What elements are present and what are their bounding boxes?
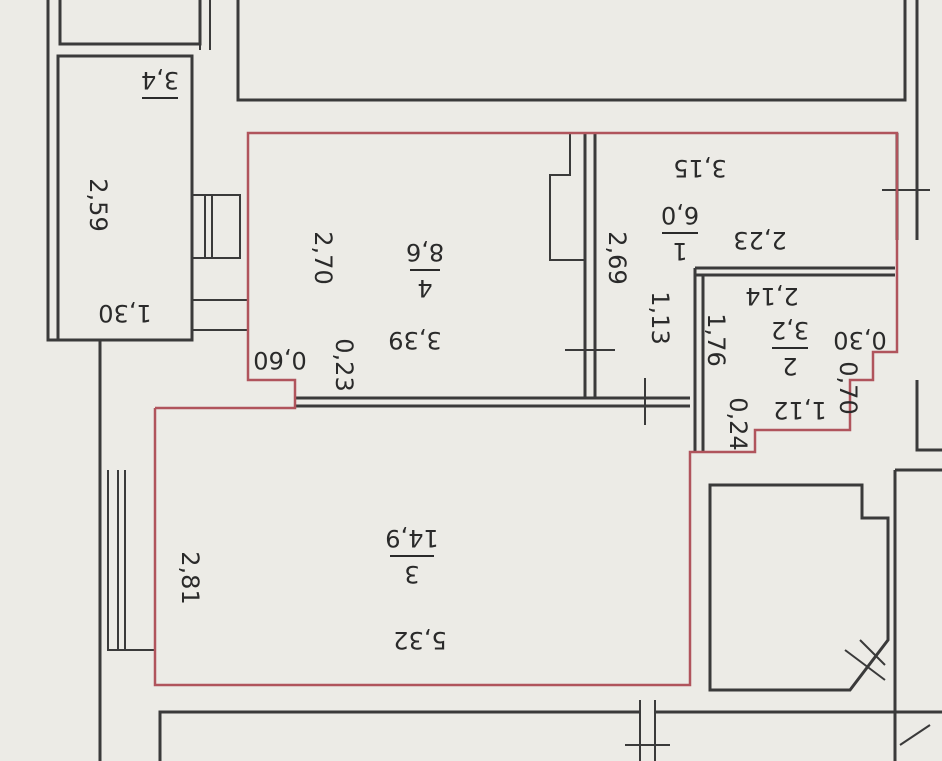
- room-2-label: 2 3,2: [771, 316, 809, 380]
- dim-balcony-width: 1,30: [98, 299, 151, 327]
- dim-room1-wall: 2,69: [603, 231, 631, 284]
- room-4-label: 4 8,6: [406, 238, 444, 302]
- balcony-area: 3,4: [141, 66, 179, 94]
- dim-room4-width: 3,39: [388, 326, 441, 354]
- room-3-number: 3: [404, 560, 419, 588]
- dim-room3-width: 5,32: [393, 626, 446, 654]
- room-3-label: 3 14,9: [385, 524, 438, 588]
- dim-room4-depth: 2,70: [309, 231, 337, 284]
- dim-room4-offset: 0,23: [330, 338, 358, 391]
- room-4-number: 4: [417, 274, 432, 302]
- dim-room3-depth: 2,81: [176, 551, 204, 604]
- building-walls: [46, 0, 942, 761]
- dim-room2-depth: 1,76: [702, 313, 730, 366]
- dim-room1-depth: 2,23: [733, 226, 786, 254]
- apartment-outline: [153, 131, 899, 687]
- dim-room2-step: 0,70: [834, 361, 862, 414]
- room-3-area: 14,9: [385, 524, 438, 552]
- dim-room2-niche: 0,30: [833, 326, 886, 354]
- dim-room4-step: 0,60: [253, 346, 306, 374]
- room-labels: 4 8,6 1 6,0 2 3,2 3 14,9 3,4: [141, 66, 809, 588]
- room-1-label: 1 6,0: [661, 201, 699, 265]
- dimension-labels: 2,59 1,30 3,15 2,23 2,69 1,13 2,14 1,76 …: [84, 154, 887, 654]
- dim-room2-width: 2,14: [745, 282, 798, 310]
- room-2-area: 3,2: [771, 316, 809, 344]
- balcony-label: 3,4: [141, 66, 179, 99]
- room-1-area: 6,0: [661, 201, 699, 229]
- dim-room1-passage: 1,13: [646, 291, 674, 344]
- dim-room2-inner: 1,12: [773, 396, 826, 424]
- room-1-number: 1: [672, 237, 687, 265]
- dim-room1-width: 3,15: [673, 154, 726, 182]
- room-4-area: 8,6: [406, 238, 444, 266]
- room-2-number: 2: [782, 352, 797, 380]
- dim-balcony-length: 2,59: [84, 178, 112, 231]
- dim-room2-offset: 0,24: [724, 397, 752, 450]
